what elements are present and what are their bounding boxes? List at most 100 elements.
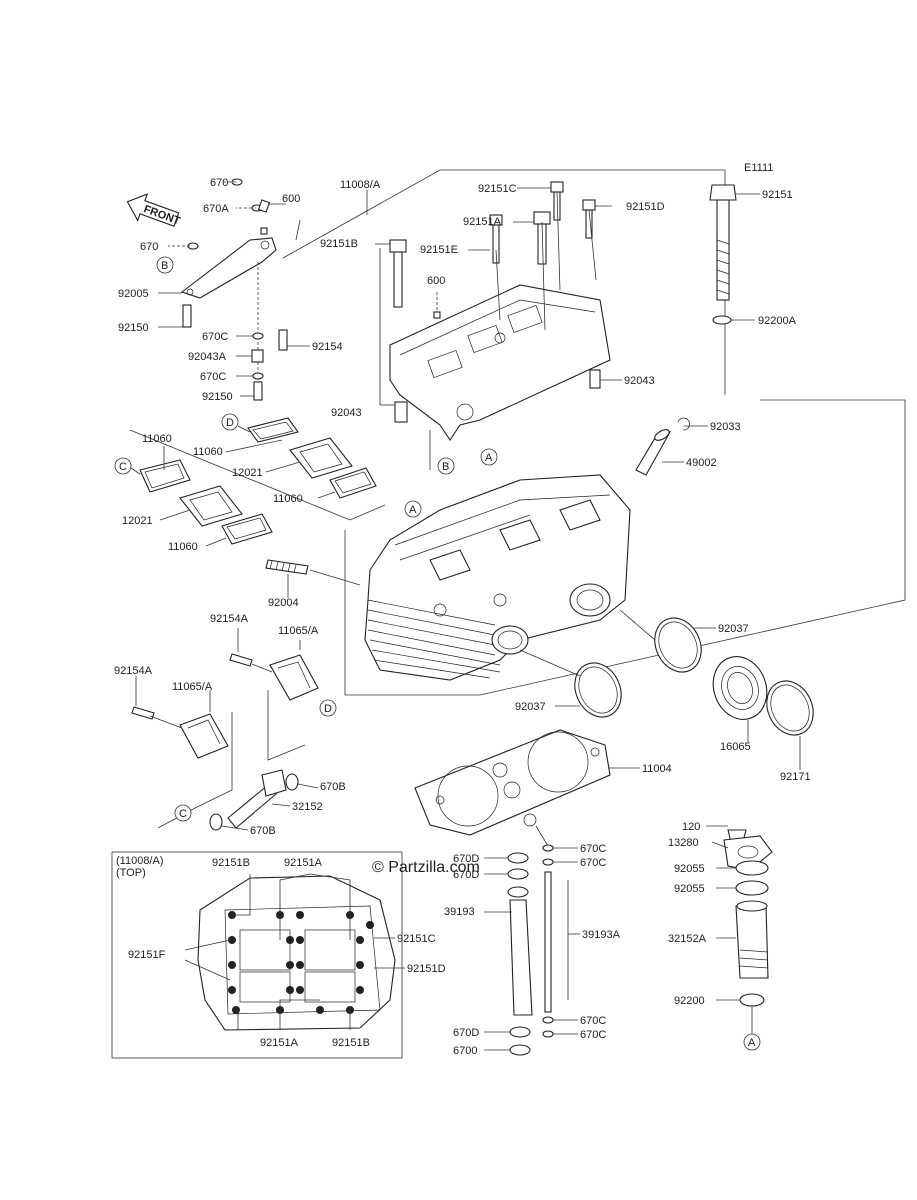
label-11004: 11004: [642, 763, 672, 775]
part-labels: 670 670A 600 11008/A 92151C 92151 670 92…: [114, 177, 811, 1057]
bolt-92151-group: [709, 184, 760, 325]
label-92005: 92005: [118, 288, 149, 300]
bolt-dot: [296, 961, 304, 969]
label-16065: 16065: [720, 741, 751, 753]
leaders-holder: [375, 187, 622, 406]
svg-text:B: B: [161, 260, 168, 272]
cylinder-head: [364, 474, 631, 681]
callout-D-2: D: [319, 699, 337, 717]
label-11060-3: 11060: [273, 493, 303, 505]
label-32152: 32152: [292, 801, 323, 813]
callout-B-2: B: [437, 457, 455, 475]
camshaft-holder: [389, 284, 611, 441]
label-670D-2: 670D: [453, 869, 479, 881]
label-92151E: 92151E: [420, 244, 458, 256]
oil-pipes: [484, 844, 580, 1056]
frame-covers: [129, 429, 386, 521]
label-92150: 92150: [118, 322, 149, 334]
label-11060-4: 11060: [168, 541, 198, 553]
bolt-dot: [356, 936, 364, 944]
svg-text:A: A: [485, 452, 493, 464]
covers-gaskets: [139, 417, 377, 545]
callout-A-3: A: [743, 1033, 761, 1051]
label-670C-5: 670C: [580, 1015, 606, 1027]
bolt-dot: [286, 986, 294, 994]
label-6700: 6700: [453, 1045, 477, 1057]
label-32152A: 32152A: [668, 933, 707, 945]
label-92043: 92043: [624, 375, 655, 387]
label-39193: 39193: [444, 906, 475, 918]
bolt-dot: [286, 961, 294, 969]
bolt-dot: [296, 936, 304, 944]
stud-92004: [265, 559, 361, 598]
label-92037-2: 92037: [515, 701, 546, 713]
svg-text:A: A: [409, 504, 417, 516]
svg-text:D: D: [324, 703, 332, 715]
diagram-code: E1111: [744, 162, 773, 174]
guide-49002-group: [635, 417, 708, 476]
label-670D-3: 670D: [453, 1027, 479, 1039]
label-92037-1: 92037: [718, 623, 749, 635]
inset-label-92151D: 92151D: [407, 963, 446, 975]
label-11060-2: 11060: [193, 446, 223, 458]
label-11065A-2: 11065/A: [172, 681, 213, 693]
watermark: © Partzilla.com: [372, 859, 480, 876]
label-11008A: 11008/A: [340, 179, 381, 191]
label-92043A: 92043A: [188, 351, 227, 363]
label-600: 600: [282, 193, 300, 205]
inset-subtitle: (TOP): [116, 867, 146, 879]
svg-text:D: D: [226, 417, 234, 429]
inset-label-92151B-bottom: 92151B: [332, 1037, 370, 1049]
inset-label-92151F: 92151F: [128, 949, 166, 961]
label-120: 120: [682, 821, 700, 833]
label-13280: 13280: [668, 837, 699, 849]
label-92033: 92033: [710, 421, 741, 433]
bolt-dot: [228, 986, 236, 994]
label-11060-1: 11060: [142, 433, 172, 445]
label-670B-2: 670B: [250, 825, 276, 837]
svg-text:C: C: [179, 808, 187, 820]
inset-label-92151C: 92151C: [397, 933, 436, 945]
bolt-dot: [228, 936, 236, 944]
label-12021-1: 12021: [232, 467, 263, 479]
label-92151: 92151: [762, 189, 793, 201]
label-92151C-top: 92151C: [478, 183, 517, 195]
svg-text:A: A: [748, 1037, 756, 1049]
intake-clamps: [519, 609, 814, 770]
linkage-group: [180, 178, 288, 401]
reed-covers: [131, 628, 319, 829]
label-92154A-1: 92154A: [210, 613, 249, 625]
bolt-dot: [228, 961, 236, 969]
inset-label-92151A-bottom: 92151A: [260, 1037, 299, 1049]
label-92150-b: 92150: [202, 391, 233, 403]
inset-label-92151A-top: 92151A: [284, 857, 323, 869]
label-92171: 92171: [780, 771, 811, 783]
label-92154: 92154: [312, 341, 343, 353]
label-670C-1: 670C: [202, 331, 228, 343]
callout-B-1: B: [156, 256, 174, 274]
label-670B-1: 670B: [320, 781, 346, 793]
label-670C-6: 670C: [580, 1029, 606, 1041]
label-670A: 670A: [203, 203, 229, 215]
leaders-covers: [130, 190, 431, 547]
inset-frame: [111, 851, 403, 1059]
bolt-dot: [316, 1006, 324, 1014]
inset-label-92151B-top: 92151B: [212, 857, 250, 869]
bolt-dot: [356, 961, 364, 969]
label-11065A-1: 11065/A: [278, 625, 319, 637]
callout-A-1: A: [480, 448, 498, 466]
label-670C-4: 670C: [580, 857, 606, 869]
inset-title: (11008/A): [116, 855, 164, 867]
bolt-dot: [296, 911, 304, 919]
label-670D-1: 670D: [453, 853, 479, 865]
label-92200: 92200: [674, 995, 705, 1007]
svg-text:B: B: [442, 461, 449, 473]
label-92043-b: 92043: [331, 407, 362, 419]
label-49002: 49002: [686, 457, 717, 469]
label-92151B-top: 92151B: [320, 238, 358, 250]
bolt-dot: [296, 986, 304, 994]
inset-bolt-dots: [228, 911, 374, 1014]
bolt-dot: [232, 1006, 240, 1014]
head-gasket: [414, 729, 640, 847]
